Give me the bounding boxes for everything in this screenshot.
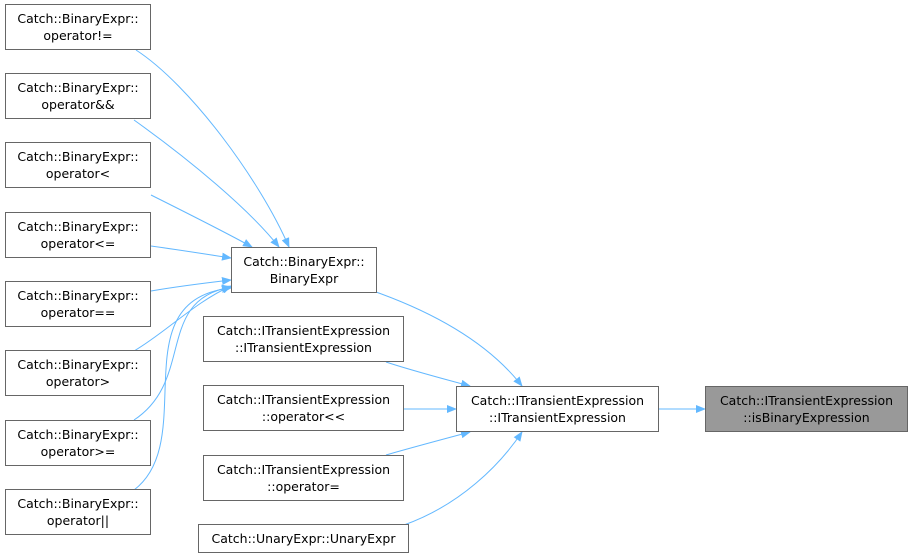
node-label-line1: Catch::BinaryExpr:: <box>17 496 139 511</box>
edge-operator-ge-to-binaryexpr <box>133 284 232 421</box>
node-label-line1: Catch::ITransientExpression <box>719 393 894 408</box>
edge-operator-and-to-binaryexpr <box>133 119 280 248</box>
node-label-line1: Catch::ITransientExpression <box>216 392 391 407</box>
edge-unaryexpr-to-itransientexpression <box>403 431 523 526</box>
edge-operator-eq-to-binaryexpr <box>150 277 232 292</box>
edge-binaryexpr-to-itransientexpression <box>375 291 523 387</box>
node-binaryexpr-operator-ne[interactable]: Catch::BinaryExpr:: operator!= <box>5 4 151 50</box>
node-label-line1: Catch::BinaryExpr:: <box>17 427 139 442</box>
node-isbinaryexpression-current: Catch::ITransientExpression ::isBinaryEx… <box>705 386 908 432</box>
node-label-line2: operator|| <box>46 513 110 528</box>
node-binaryexpr-operator-ge[interactable]: Catch::BinaryExpr:: operator>= <box>5 420 151 466</box>
node-label-line2: operator> <box>45 374 111 389</box>
node-label-line2: operator!= <box>43 28 113 43</box>
node-label-line1: Catch::BinaryExpr:: <box>17 357 139 372</box>
node-binaryexpr-operator-lt[interactable]: Catch::BinaryExpr:: operator< <box>5 142 151 188</box>
node-itransientexpression-constructor-copy[interactable]: Catch::ITransientExpression ::ITransient… <box>203 316 404 362</box>
node-label-line2: operator>= <box>40 444 116 459</box>
node-label-line2: BinaryExpr <box>269 271 339 286</box>
node-label-line2: ::operator<< <box>261 409 346 424</box>
node-label-line2: ::isBinaryExpression <box>743 410 870 425</box>
node-label-line1: Catch::BinaryExpr:: <box>243 254 365 269</box>
node-label-line2: operator< <box>45 166 111 181</box>
node-label-line1: Catch::ITransientExpression <box>470 393 645 408</box>
node-label-line2: operator&& <box>41 97 115 112</box>
node-label-line1: Catch::BinaryExpr:: <box>17 149 139 164</box>
node-binaryexpr-operator-eq[interactable]: Catch::BinaryExpr:: operator== <box>5 281 151 327</box>
node-label-line1: Catch::BinaryExpr:: <box>17 288 139 303</box>
node-label-line1: Catch::BinaryExpr:: <box>17 219 139 234</box>
edge-operator-gt-to-binaryexpr <box>133 285 232 352</box>
node-label-line2: operator== <box>40 305 116 320</box>
node-label-line1: Catch::UnaryExpr::UnaryExpr <box>211 531 396 546</box>
node-label-line2: ::ITransientExpression <box>235 340 372 355</box>
node-binaryexpr-operator-or[interactable]: Catch::BinaryExpr:: operator|| <box>5 489 151 535</box>
edge-operator-lt-to-binaryexpr <box>150 194 253 248</box>
node-label-line2: ::operator= <box>267 479 340 494</box>
edge-operator-or-to-binaryexpr <box>133 285 232 491</box>
node-itransientexpression-constructor[interactable]: Catch::ITransientExpression ::ITransient… <box>456 386 659 432</box>
node-label-line2: operator<= <box>40 236 116 251</box>
edge-operator-ne-to-binaryexpr <box>135 49 290 248</box>
edge-ite-ctor-to-itransientexpression <box>385 361 471 388</box>
node-label-line2: ::ITransientExpression <box>489 410 626 425</box>
node-binaryexpr-operator-and[interactable]: Catch::BinaryExpr:: operator&& <box>5 73 151 119</box>
node-itransientexpression-operator-shl[interactable]: Catch::ITransientExpression ::operator<< <box>203 385 404 431</box>
edge-ite-operator-assign-to-itransientexpression <box>385 430 471 456</box>
edge-operator-le-to-binaryexpr <box>150 245 232 261</box>
node-binaryexpr-operator-le[interactable]: Catch::BinaryExpr:: operator<= <box>5 212 151 258</box>
node-binaryexpr-constructor[interactable]: Catch::BinaryExpr:: BinaryExpr <box>231 247 377 293</box>
node-label-line1: Catch::BinaryExpr:: <box>17 80 139 95</box>
node-binaryexpr-operator-gt[interactable]: Catch::BinaryExpr:: operator> <box>5 350 151 396</box>
node-label-line1: Catch::BinaryExpr:: <box>17 11 139 26</box>
node-unaryexpr-constructor[interactable]: Catch::UnaryExpr::UnaryExpr <box>198 524 409 553</box>
node-label-line1: Catch::ITransientExpression <box>216 323 391 338</box>
node-itransientexpression-operator-assign[interactable]: Catch::ITransientExpression ::operator= <box>203 455 404 501</box>
node-label-line1: Catch::ITransientExpression <box>216 462 391 477</box>
